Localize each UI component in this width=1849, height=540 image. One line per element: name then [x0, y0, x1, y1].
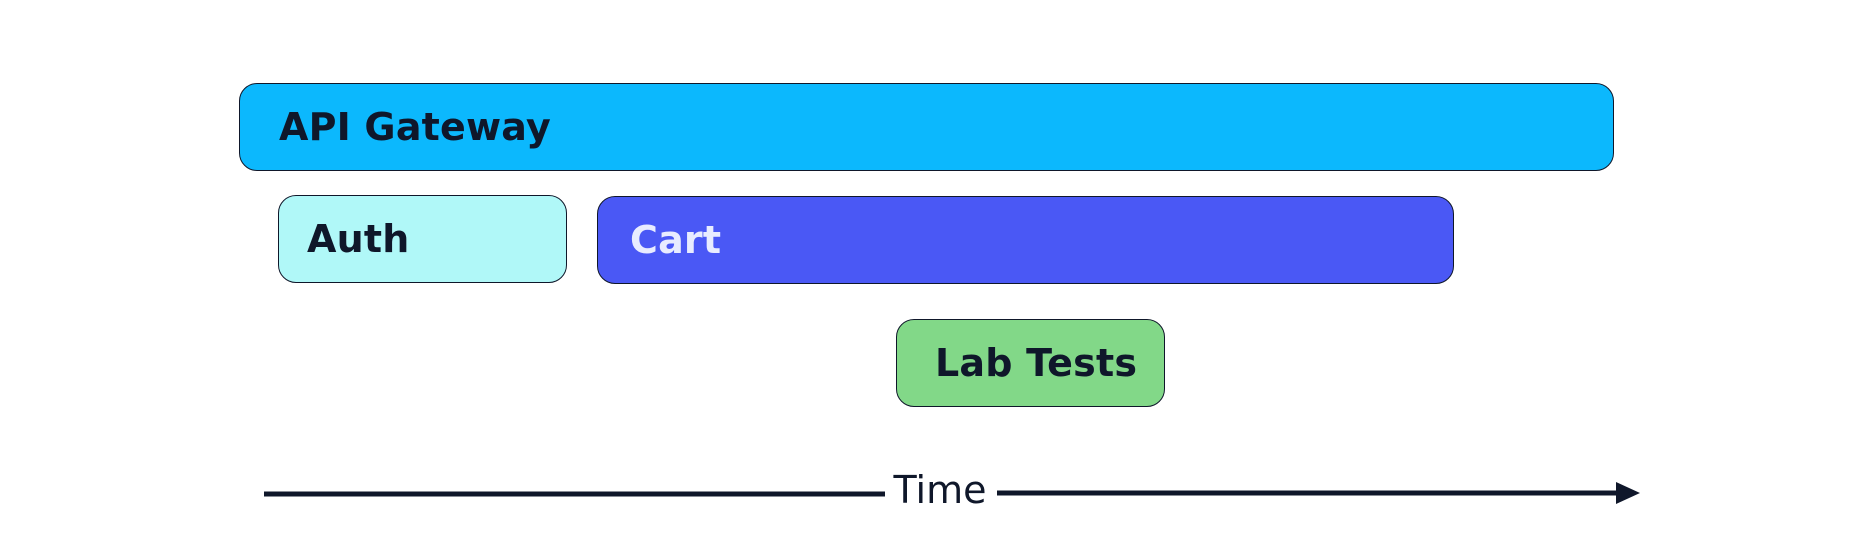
arrow-right-icon	[1616, 482, 1640, 504]
span-label-cart: Cart	[630, 218, 722, 262]
span-label-auth: Auth	[307, 217, 410, 261]
span-api-gateway: API Gateway	[239, 83, 1614, 171]
span-label-api-gateway: API Gateway	[279, 105, 551, 149]
span-lab-tests: Lab Tests	[896, 319, 1165, 407]
span-auth: Auth	[278, 195, 567, 283]
time-axis-label: Time	[885, 466, 995, 514]
span-label-lab-tests: Lab Tests	[935, 341, 1138, 385]
span-cart: Cart	[597, 196, 1454, 284]
